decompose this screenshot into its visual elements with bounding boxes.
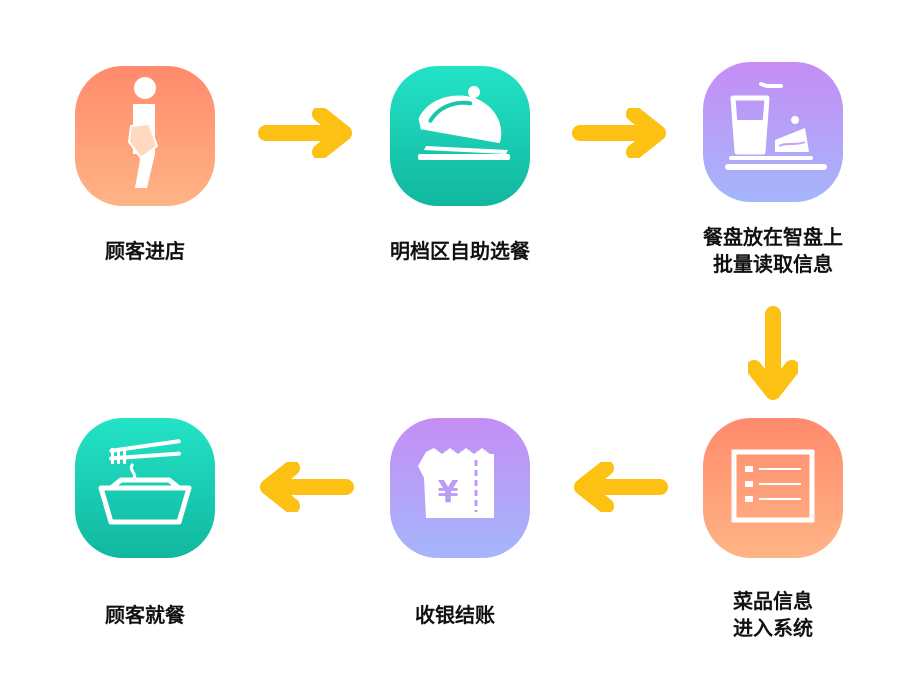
- step-6-icon-box: [75, 418, 215, 558]
- arrow-left-icon: [260, 462, 354, 512]
- drink-and-cake-tray-icon: [725, 82, 827, 170]
- step-6-label: 顾客就餐: [105, 603, 185, 627]
- step-2-icon-box: [390, 66, 530, 206]
- food-cloche-icon: [418, 86, 510, 160]
- arrow-right-1: [258, 108, 354, 158]
- arrow-left-icon: [574, 462, 668, 512]
- step-4-icon-box: [703, 418, 843, 558]
- yen-ticket-icon: ¥: [418, 448, 494, 518]
- step-2-label: 明档区自助选餐: [390, 239, 530, 263]
- arrow-left-1: [572, 462, 668, 512]
- person-walking-icon: [127, 77, 159, 188]
- list-screen-icon: [731, 449, 815, 523]
- step-5-icon-box: ¥: [390, 418, 530, 558]
- arrow-right-icon: [572, 108, 666, 158]
- arrow-right-icon: [258, 108, 352, 158]
- svg-text:¥: ¥: [438, 475, 459, 510]
- arrow-left-2: [258, 462, 354, 512]
- step-1-icon-box: [75, 66, 215, 206]
- arrow-right-2: [572, 108, 668, 158]
- step-5-label: 收银结账: [415, 603, 495, 627]
- step-3-icon-box: [703, 62, 843, 202]
- arrow-down-icon: [748, 306, 798, 400]
- step-4-label: 菜品信息 进入系统: [733, 589, 813, 640]
- step-3-label: 餐盘放在智盘上 批量读取信息: [703, 225, 843, 276]
- arrow-down: [748, 306, 798, 402]
- step-1-label: 顾客进店: [105, 239, 185, 263]
- noodle-bowl-chopsticks-icon: [98, 439, 192, 525]
